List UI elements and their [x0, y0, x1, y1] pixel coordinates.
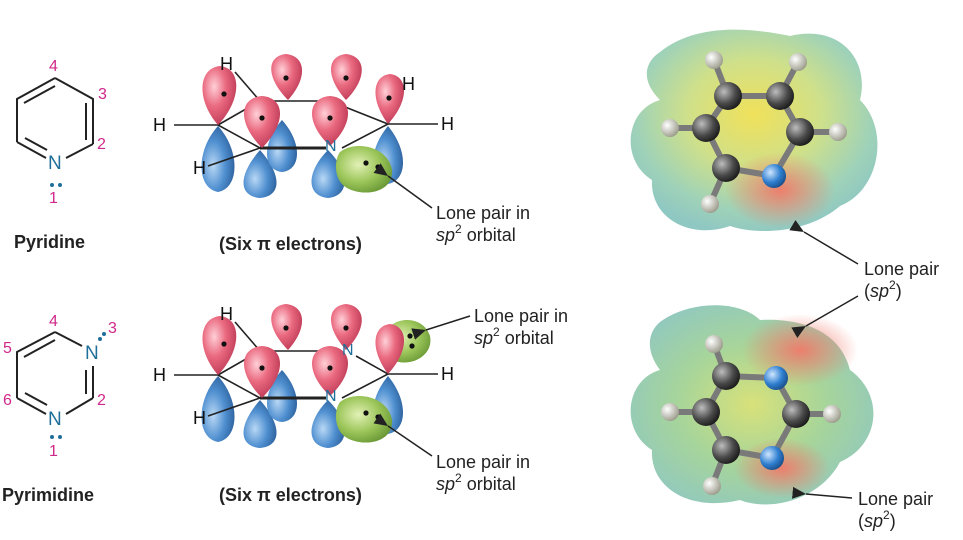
pyrimidine-lone-pair-label-bottom: Lone pair in sp2 orbital	[436, 451, 530, 495]
pyridine-lone-pair-line1: Lone pair in	[436, 203, 531, 223]
epm-arrow-top	[789, 219, 859, 265]
epm-lone-pair-sp-top: sp	[870, 281, 890, 301]
pyridine-lone-pair-label: Lone pair in sp2 orbital	[436, 202, 530, 246]
epm-lone-pair-text-bottom: Lone pair	[858, 489, 934, 509]
pyrimidine-orbital-model	[174, 304, 471, 457]
pyridine-lone-pair-sp: sp	[436, 225, 456, 245]
pyridine-h-left: H	[153, 115, 166, 135]
pyrimidine-lone-pair-sp-bottom: sp	[436, 474, 456, 494]
pyridine-number-4: 4	[49, 58, 58, 75]
epm-arrow-bottom	[792, 486, 853, 499]
pyridine-lone-pair-orbital: orbital	[466, 225, 516, 245]
pyridine-electrons-label: (Six π electrons)	[219, 234, 362, 254]
pyrimidine-lone-pair-line1-bottom: Lone pair in	[436, 452, 531, 472]
pyrimidine-number-3: 3	[108, 320, 117, 337]
pyridine-h-top-left: H	[220, 54, 233, 74]
pyridine-h-right: H	[441, 114, 454, 134]
pyrimidine-number-5: 5	[3, 340, 12, 357]
pyridine-lone-pair-dots	[50, 183, 62, 187]
pyrimidine-h-top-left: H	[220, 304, 233, 324]
pyridine-lone-pair-exp: 2	[455, 222, 462, 236]
epm-arrow-middle	[791, 295, 859, 338]
epm-lone-pair-exp-top: 2	[889, 278, 896, 292]
pyrimidine-lone-pair-sp-top: sp	[474, 328, 494, 348]
pyridine-number-2: 2	[97, 136, 106, 153]
pyrimidine-electrons-label: (Six π electrons)	[219, 485, 362, 505]
pyridine-number-3: 3	[98, 86, 107, 103]
pyrimidine-lone-pair-dots	[50, 332, 106, 439]
epm-lone-pair-sp-bottom: sp	[864, 511, 884, 531]
pyrimidine-lone-pair-exp-bottom: 2	[455, 471, 462, 485]
pyridine-nitrogen-label: N	[48, 153, 62, 174]
pyridine-potential-map	[630, 29, 878, 232]
pyrimidine-h-bottom-left: H	[193, 408, 206, 428]
pyridine-skeletal	[16, 77, 94, 159]
epm-lone-pair-text-top: Lone pair	[864, 259, 940, 279]
pyrimidine-nitrogen-3: N	[85, 343, 99, 364]
pyridine-orbital-model	[174, 54, 438, 209]
pyrimidine-lone-pair-exp-top: 2	[493, 325, 500, 339]
epm-lone-pair-label-bottom: Lone pair (sp2)	[858, 489, 934, 531]
pyrimidine-number-4: 4	[49, 313, 58, 330]
pyrimidine-orbital-nitrogen-bottom: N	[325, 388, 337, 405]
pyridine-h-bottom-left: H	[193, 158, 206, 178]
pyrimidine-skeletal	[16, 331, 94, 415]
pyrimidine-number-1: 1	[49, 443, 58, 460]
pyrimidine-h-left: H	[153, 365, 166, 385]
pyridine-orbital-nitrogen: N	[325, 138, 337, 155]
epm-lone-pair-label-top: Lone pair (sp2)	[864, 259, 940, 301]
pyrimidine-lone-pair-orbital-top: orbital	[504, 328, 554, 348]
pyrimidine-name: Pyrimidine	[2, 485, 95, 505]
pyrimidine-potential-map	[630, 305, 874, 505]
pyrimidine-lone-pair-label-top: Lone pair in sp2 orbital	[474, 305, 568, 349]
pyrimidine-h-right: H	[441, 364, 454, 384]
pyrimidine-number-2: 2	[97, 392, 106, 409]
pyrimidine-nitrogen-1: N	[48, 409, 62, 430]
pyridine-name: Pyridine	[14, 232, 86, 252]
pyrimidine-number-6: 6	[3, 392, 12, 409]
pyrimidine-orbital-nitrogen-top: N	[342, 342, 354, 359]
pyridine-number-1: 1	[49, 190, 58, 207]
epm-lone-pair-exp-bottom: 2	[883, 508, 890, 522]
pyrimidine-lone-pair-orbital-bottom: orbital	[466, 474, 516, 494]
pyrimidine-lone-pair-line1-top: Lone pair in	[474, 306, 569, 326]
pyridine-h-top-right: H	[402, 74, 415, 94]
